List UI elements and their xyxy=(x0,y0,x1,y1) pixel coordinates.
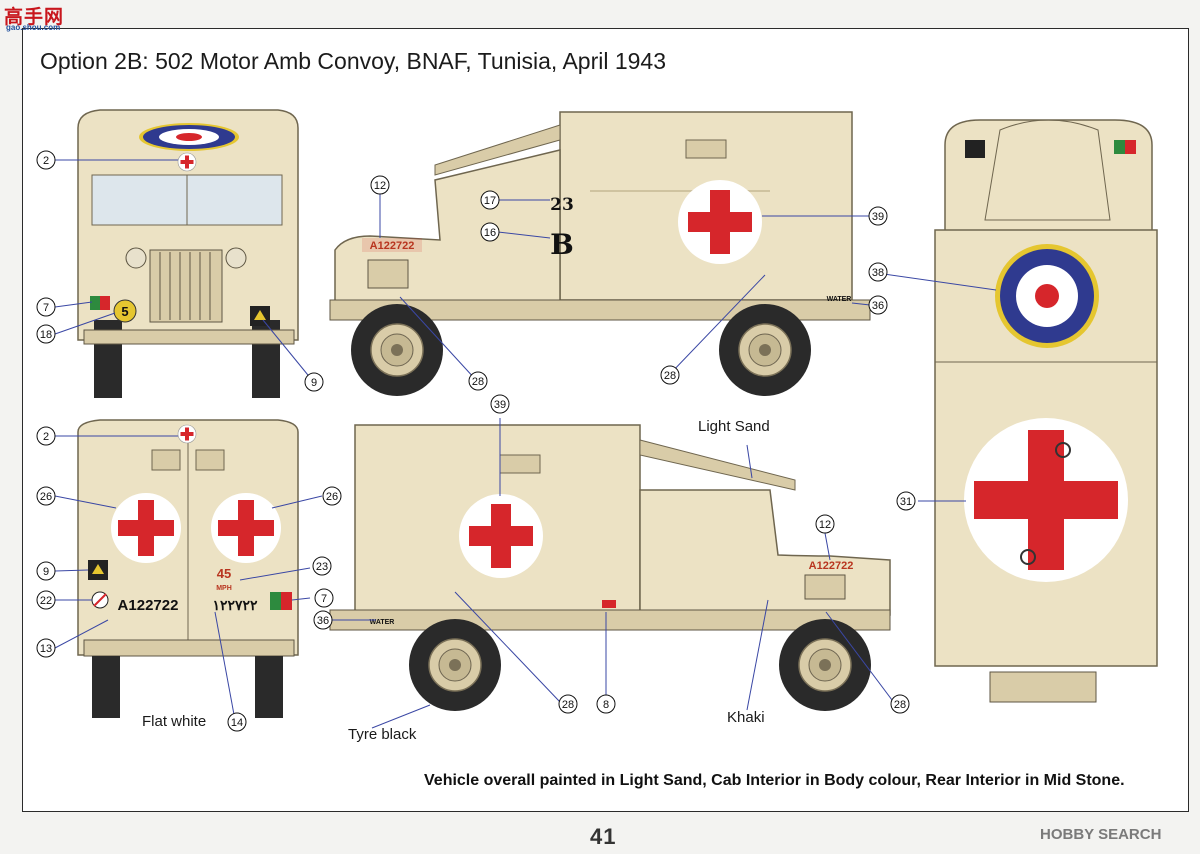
side-serial-bottom: A122722 xyxy=(809,560,854,572)
callout-2-rear: 2 xyxy=(43,431,49,443)
callout-markers: 2 7 18 9 12 17 16 39 38 36 28 28 2 xyxy=(36,150,916,732)
top-view xyxy=(934,119,1158,703)
callout-28-top-rear: 28 xyxy=(664,370,676,382)
callout-22: 22 xyxy=(40,595,52,607)
label-khaki: Khaki xyxy=(727,709,765,726)
callout-36-bottom: 36 xyxy=(317,615,329,627)
callout-28-top-front: 28 xyxy=(472,376,484,388)
callout-38: 38 xyxy=(872,267,884,279)
tactical-number-side: 23 xyxy=(550,195,574,215)
water-label-top: WATER xyxy=(827,296,852,303)
callout-14: 14 xyxy=(231,717,243,729)
label-flat-white: Flat white xyxy=(142,713,207,730)
callout-39-top: 39 xyxy=(872,211,884,223)
rear-serial-arabic: ١٢٢٧٢٢ xyxy=(212,597,258,613)
tactical-letter-side: B xyxy=(550,228,574,261)
bridge-class-text: 5 xyxy=(121,304,128,319)
callout-12-top: 12 xyxy=(374,180,386,192)
side-view-left: 23 B A122722 WATER xyxy=(329,111,871,397)
site-logo-text: 高手网 xyxy=(4,7,65,28)
site-logo: 高手网 gao.shou.com xyxy=(0,2,80,32)
callout-9-front: 9 xyxy=(311,377,317,389)
callout-26-right: 26 xyxy=(326,491,338,503)
callout-2-front: 2 xyxy=(43,155,49,167)
label-light-sand: Light Sand xyxy=(698,418,770,435)
callout-leaders xyxy=(54,159,997,729)
callout-8: 8 xyxy=(603,699,609,711)
side-serial-top: A122722 xyxy=(370,240,415,252)
callout-28-bottom-front: 28 xyxy=(894,699,906,711)
callout-36-top: 36 xyxy=(872,300,884,312)
speed-limit-value: 45 xyxy=(217,566,231,581)
paint-note: Vehicle overall painted in Light Sand, C… xyxy=(424,772,1125,789)
callout-13: 13 xyxy=(40,643,52,655)
callout-7-rear: 7 xyxy=(321,593,327,605)
callout-16: 16 xyxy=(484,227,496,239)
site-logo-sub: gao.shou.com xyxy=(6,23,61,32)
water-label-bottom: WATER xyxy=(370,619,395,626)
callout-7-front: 7 xyxy=(43,302,49,314)
callout-28-bottom-rear: 28 xyxy=(562,699,574,711)
label-tyre-black: Tyre black xyxy=(348,726,417,743)
callout-31: 31 xyxy=(900,496,912,508)
callout-12-bottom: 12 xyxy=(819,519,831,531)
rear-serial-number: A122722 xyxy=(118,597,179,614)
callout-26-left: 26 xyxy=(40,491,52,503)
watermark: HOBBY SEARCH xyxy=(1040,826,1162,843)
page-number: 41 xyxy=(590,824,617,849)
page-title: Option 2B: 502 Motor Amb Convoy, BNAF, T… xyxy=(40,48,667,74)
callout-18: 18 xyxy=(40,329,52,341)
callout-23: 23 xyxy=(316,561,328,573)
rear-view: 45 MPH A122722 ١٢٢٧٢٢ xyxy=(77,419,299,718)
speed-limit-unit: MPH xyxy=(216,585,232,592)
front-view: 5 xyxy=(77,109,299,398)
callout-9-rear: 9 xyxy=(43,566,49,578)
callout-17: 17 xyxy=(484,195,496,207)
side-view-right: A122722 WATER xyxy=(329,424,891,712)
callout-39-bottom: 39 xyxy=(494,399,506,411)
